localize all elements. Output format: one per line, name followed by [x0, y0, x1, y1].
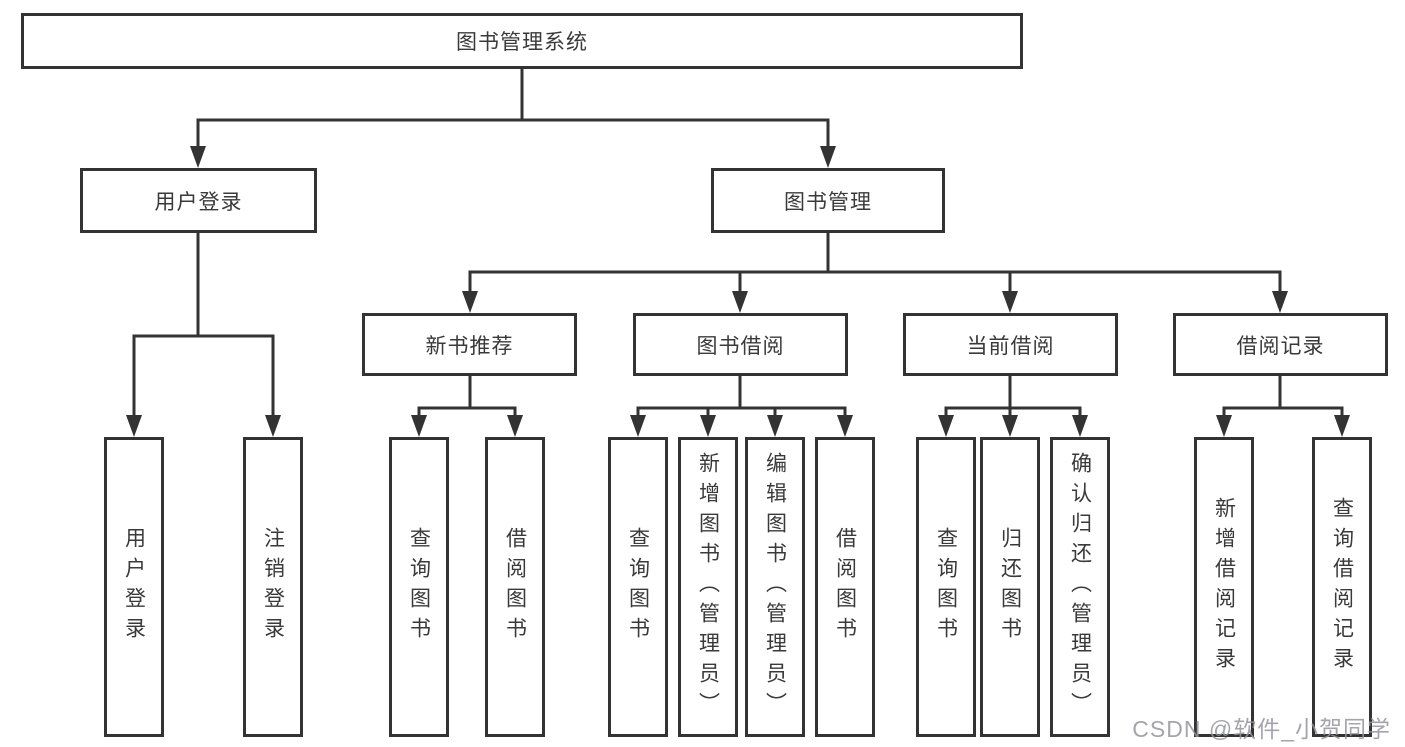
connector-userlogin-to-leaves	[132, 233, 275, 417]
connector-bookborrow-to-leaves	[636, 376, 847, 417]
leaf-label: 归还图书	[998, 527, 1022, 647]
node-label: 用户登录	[154, 190, 243, 214]
node-label: 图书管理	[784, 190, 872, 214]
leaf-label: 确认归还（管理员）	[1068, 452, 1092, 722]
watermark: CSDN @软件_小贺同学	[1132, 716, 1391, 742]
node-new-book-recommend: 新书推荐	[362, 313, 577, 376]
leaf-label: 查询图书	[407, 527, 431, 647]
leaf-edit-book-admin: 编辑图书（管理员）	[745, 437, 805, 737]
connector-bookmgmt-to-level3	[468, 233, 1282, 293]
arrowhead-down-level3	[462, 291, 1288, 313]
connector-newbook-to-leaves	[417, 376, 517, 417]
node-library-system: 图书管理系统	[21, 13, 1023, 69]
leaf-label: 借阅图书	[833, 527, 857, 647]
arrowhead-down-leaves-group3	[630, 415, 853, 437]
connector-borrowrecords-to-leaves	[1222, 376, 1344, 417]
arrowhead-down-leaves-group5	[1216, 415, 1350, 437]
leaf-return-book: 归还图书	[980, 437, 1040, 737]
node-current-borrow: 当前借阅	[903, 313, 1118, 376]
node-label: 借阅记录	[1236, 334, 1325, 358]
arrowhead-down-leaves-group4	[938, 415, 1088, 437]
arrowhead-down-leaves-group1	[126, 415, 281, 437]
leaf-label: 新增图书（管理员）	[696, 452, 720, 722]
leaf-label: 查询借阅记录	[1330, 497, 1354, 677]
leaf-confirm-return-admin: 确认归还（管理员）	[1050, 437, 1110, 737]
leaf-add-borrow-record: 新增借阅记录	[1194, 437, 1254, 737]
leaf-label: 查询图书	[626, 527, 650, 647]
node-borrow-records: 借阅记录	[1173, 313, 1388, 376]
leaf-logout: 注销登录	[243, 437, 303, 737]
arrowhead-down-leaves-group2	[411, 415, 523, 437]
leaf-query-books-borrow: 查询图书	[608, 437, 668, 737]
node-label: 图书借阅	[696, 334, 785, 358]
leaf-add-book-admin: 新增图书（管理员）	[678, 437, 738, 737]
connector-root-to-level2	[196, 69, 830, 148]
node-book-borrow: 图书借阅	[633, 313, 848, 376]
leaf-label: 查询图书	[934, 527, 958, 647]
leaf-label: 新增借阅记录	[1212, 497, 1236, 677]
leaf-query-books-current: 查询图书	[916, 437, 976, 737]
leaf-user-login: 用户登录	[104, 437, 164, 737]
node-user-login: 用户登录	[80, 168, 317, 233]
connector-currentborrow-to-leaves	[944, 376, 1082, 417]
node-label: 图书管理系统	[456, 31, 588, 54]
leaf-borrow-books-recommend: 借阅图书	[485, 437, 545, 737]
leaf-query-borrow-record: 查询借阅记录	[1312, 437, 1372, 737]
node-book-management: 图书管理	[711, 168, 945, 233]
leaf-query-books-recommend: 查询图书	[389, 437, 449, 737]
leaf-label: 用户登录	[122, 527, 146, 647]
leaf-label: 注销登录	[261, 527, 285, 647]
arrowhead-down-level2	[190, 146, 836, 168]
leaf-label: 编辑图书（管理员）	[763, 452, 787, 722]
leaf-borrow-books: 借阅图书	[815, 437, 875, 737]
node-label: 当前借阅	[966, 334, 1055, 358]
leaf-label: 借阅图书	[503, 527, 527, 647]
node-label: 新书推荐	[425, 334, 514, 358]
